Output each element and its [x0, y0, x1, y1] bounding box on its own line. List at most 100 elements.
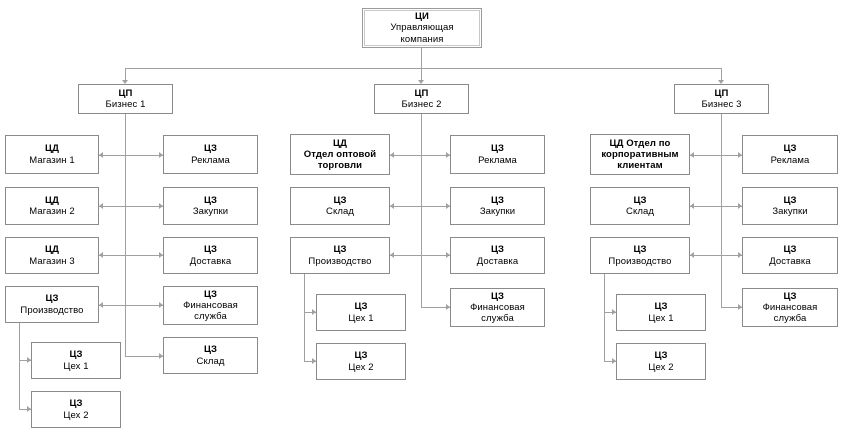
connector-row-d3-1	[690, 155, 742, 156]
node-d3-right-4[interactable]: ЦЗ Финансовая служба	[742, 288, 838, 327]
connector-row-d2-2	[390, 206, 450, 207]
node-line-2: Цех 2	[348, 361, 374, 373]
node-line-3: служба	[194, 311, 227, 323]
arrow-right-d3-2	[738, 203, 742, 209]
connector-sub-d1-1	[19, 360, 31, 361]
connector-row-d1-5	[125, 356, 163, 357]
node-line-1: ЦЗ	[203, 143, 218, 155]
arrow-right-d1-3	[159, 252, 163, 258]
arrow-left-d1-3	[99, 252, 103, 258]
node-line-1: ЦЗ	[783, 244, 797, 256]
node-line-1: ЦЗ	[354, 301, 368, 313]
node-d3-left-3-production[interactable]: ЦЗ Производство	[590, 237, 690, 274]
arrow-right-d3-1	[738, 152, 742, 158]
node-d3-right-3[interactable]: ЦЗ Доставка	[742, 237, 838, 274]
node-line-1: ЦЗ	[783, 290, 797, 302]
node-line-2: Закупки	[192, 206, 229, 217]
node-root-management-company[interactable]: ЦИ Управляющая компания	[362, 8, 482, 48]
arrow-right-sub-d2-2	[312, 358, 316, 364]
arrow-left-d1-2	[99, 203, 103, 209]
node-d1-sub-2[interactable]: ЦЗ Цех 2	[31, 391, 121, 428]
connector-spine-d3	[721, 114, 722, 308]
node-d2-right-1[interactable]: ЦЗ Реклама	[450, 135, 545, 174]
arrow-right-sub-d3-1	[612, 309, 616, 315]
node-line-2: Склад	[626, 206, 654, 217]
node-line-1: ЦД	[45, 143, 59, 155]
connector-spine-d1	[125, 114, 126, 356]
connector-sub-spine-d3	[604, 274, 605, 361]
node-d1-right-1[interactable]: ЦЗ Реклама	[163, 135, 258, 174]
node-line-1: ЦД	[333, 137, 347, 149]
node-d1-left-1[interactable]: ЦД Магазин 1	[5, 135, 99, 174]
node-d2-right-4[interactable]: ЦЗ Финансовая служба	[450, 288, 545, 327]
node-line-1: ЦЗ	[354, 350, 368, 362]
node-line-3: компания	[400, 33, 444, 45]
node-d2-left-1[interactable]: ЦД Отдел оптовой торговли	[290, 134, 390, 175]
node-line-1: ЦЗ	[69, 349, 83, 361]
node-d3-sub-1[interactable]: ЦЗ Цех 1	[616, 294, 706, 331]
node-division-2-header[interactable]: ЦП Бизнес 2	[374, 84, 469, 114]
arrow-right-sub-d3-2	[612, 358, 616, 364]
connector-row-d1-3	[99, 255, 163, 256]
node-line-1: ЦД	[45, 194, 59, 206]
node-line-2: Магазин 1	[29, 154, 75, 166]
node-line-2: Производство	[608, 255, 672, 267]
arrow-right-sub-d1-2	[27, 406, 31, 412]
node-line-2: Цех 1	[348, 312, 374, 324]
node-d1-left-2[interactable]: ЦД Магазин 2	[5, 187, 99, 225]
node-d3-left-1[interactable]: ЦД Отдел по корпоративным клиентам	[590, 134, 690, 175]
node-d2-right-2[interactable]: ЦЗ Закупки	[450, 187, 545, 225]
node-d1-left-3[interactable]: ЦД Магазин 3	[5, 237, 99, 274]
node-d2-right-3[interactable]: ЦЗ Доставка	[450, 237, 545, 274]
node-d2-left-3-production[interactable]: ЦЗ Производство	[290, 237, 390, 274]
node-d1-right-5[interactable]: ЦЗ Склад	[163, 337, 258, 374]
node-division-3-header[interactable]: ЦП Бизнес 3	[674, 84, 769, 114]
node-line-1: ЦД Отдел по	[609, 137, 671, 149]
node-line-2: Цех 2	[648, 361, 674, 373]
node-line-1: ЦП	[118, 87, 133, 99]
arrow-right-d3-4	[738, 304, 742, 310]
arrow-right-d1-1	[159, 152, 163, 158]
node-line-2: Бизнес 1	[105, 99, 146, 110]
connector-bus-drop-d2	[421, 68, 422, 81]
node-line-2: Финансовая	[762, 301, 818, 313]
node-d3-left-2[interactable]: ЦЗ Склад	[590, 187, 690, 225]
node-line-2: Бизнес 2	[401, 99, 442, 110]
node-d1-left-4-production[interactable]: ЦЗ Производство	[5, 286, 99, 323]
node-d2-sub-2[interactable]: ЦЗ Цех 2	[316, 343, 406, 380]
connector-root-stem	[421, 48, 422, 68]
node-line-2: Финансовая	[183, 299, 238, 311]
arrow-left-d1-4	[99, 302, 103, 308]
arrow-down-d3	[718, 80, 724, 84]
arrow-right-d2-3	[446, 252, 450, 258]
arrow-right-d2-4	[446, 304, 450, 310]
node-line-2: Магазин 3	[29, 255, 75, 267]
node-line-1: ЦЗ	[490, 194, 505, 206]
arrow-right-d1-2	[159, 203, 163, 209]
arrow-right-sub-d1-1	[27, 357, 31, 363]
arrow-down-d2	[418, 80, 424, 84]
node-line-2: Цех 1	[648, 312, 674, 324]
node-d2-sub-1[interactable]: ЦЗ Цех 1	[316, 294, 406, 331]
node-line-1: ЦЗ	[783, 143, 797, 155]
connector-row-d1-1	[99, 155, 163, 156]
node-d2-left-2[interactable]: ЦЗ Склад	[290, 187, 390, 225]
node-line-1: ЦЗ	[783, 194, 797, 206]
node-d1-sub-1[interactable]: ЦЗ Цех 1	[31, 342, 121, 379]
node-division-1-header[interactable]: ЦП Бизнес 1	[78, 84, 173, 114]
node-line-2: Закупки	[479, 206, 516, 217]
node-d1-right-3[interactable]: ЦЗ Доставка	[163, 237, 258, 274]
node-line-2: Управляющая	[390, 22, 454, 34]
node-line-1: ЦЗ	[490, 290, 505, 302]
node-d3-right-1[interactable]: ЦЗ Реклама	[742, 135, 838, 174]
node-line-2: Реклама	[191, 154, 230, 166]
arrow-right-sub-d2-1	[312, 309, 316, 315]
connector-row-d3-4	[721, 307, 742, 308]
node-d3-right-2[interactable]: ЦЗ Закупки	[742, 187, 838, 225]
node-line-2: Производство	[308, 255, 372, 267]
node-line-1: ЦП	[414, 87, 429, 99]
node-d1-right-2[interactable]: ЦЗ Закупки	[163, 187, 258, 225]
node-d3-sub-2[interactable]: ЦЗ Цех 2	[616, 343, 706, 380]
node-d1-right-4[interactable]: ЦЗ Финансовая служба	[163, 286, 258, 325]
connector-sub-d2-1	[304, 312, 316, 313]
